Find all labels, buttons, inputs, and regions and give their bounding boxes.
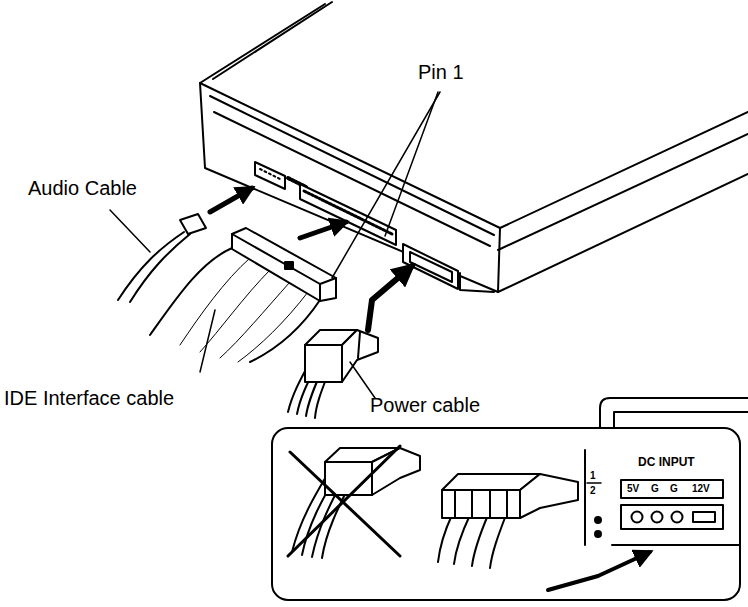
pin-label: Pin 1	[418, 62, 464, 82]
wrong-connector	[288, 446, 420, 558]
panel-heading: DC INPUT	[638, 456, 695, 468]
pin-name: 12V	[692, 484, 710, 494]
cable-label: Audio Cable	[28, 178, 137, 198]
panel-corner	[600, 398, 748, 428]
jumper-number: 2	[590, 486, 596, 496]
dc-input-panel	[548, 450, 740, 590]
drive-connectors	[255, 162, 458, 289]
inset-frame	[272, 428, 740, 600]
leader-lines	[110, 92, 440, 398]
jumper-number: 1	[590, 471, 596, 481]
cable-label: Power cable	[370, 395, 480, 415]
correct-connector	[438, 474, 578, 568]
pin-name: G	[670, 484, 678, 494]
pin-name: 5V	[627, 484, 639, 494]
pin-name: G	[651, 484, 659, 494]
cable-label: IDE Interface cable	[4, 388, 174, 408]
